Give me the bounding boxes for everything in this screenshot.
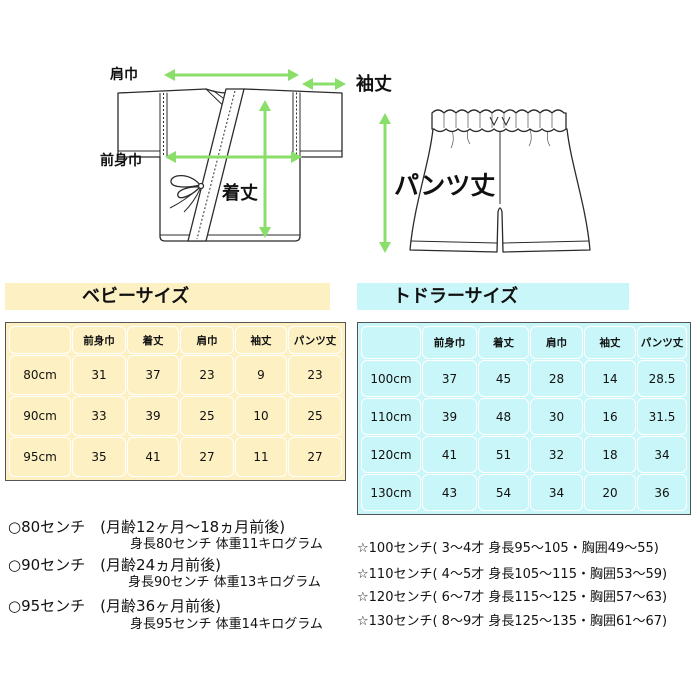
size-label: 100cm: [361, 360, 421, 397]
table-cell: 28: [530, 360, 583, 397]
table-cell: 37: [127, 355, 179, 395]
column-header: パンツ丈: [288, 326, 342, 354]
front-width-label: 前身巾: [100, 153, 142, 169]
length-arrow: [259, 100, 271, 238]
baby-size-table: 前身巾 着丈 肩巾 袖丈 パンツ丈 80cm 31 37 23 9 23 90c…: [5, 322, 346, 481]
table-cell: 23: [180, 355, 234, 395]
baby-note-detail: 身長90センチ 体重13キログラム: [128, 575, 321, 590]
table-cell: 9: [235, 355, 287, 395]
shorts-illustration: [409, 109, 591, 253]
table-cell: 41: [422, 436, 477, 473]
baby-size-title: ベビーサイズ: [5, 283, 330, 310]
table-row: 95cm 35 41 27 11 27: [9, 437, 342, 477]
baby-note-detail: 身長80センチ 体重11キログラム: [130, 537, 323, 552]
table-cell: 11: [235, 437, 287, 477]
drawstring: [489, 116, 511, 127]
table-cell: 51: [478, 436, 529, 473]
table-cell: 31.5: [637, 398, 687, 435]
column-header: 袖丈: [235, 326, 287, 354]
shoulder-width-arrow: [164, 69, 299, 81]
size-label: 90cm: [9, 396, 71, 436]
shoulder-width-label: 肩巾: [110, 67, 138, 83]
table-cell: 23: [288, 355, 342, 395]
table-cell: 25: [288, 396, 342, 436]
table-cell: 28.5: [637, 360, 687, 397]
table-corner-cell: [9, 326, 71, 354]
table-row: 110cm 39 48 30 16 31.5: [361, 398, 687, 435]
table-cell: 30: [530, 398, 583, 435]
table-cell: 39: [422, 398, 477, 435]
table-cell: 32: [530, 436, 583, 473]
table-cell: 18: [584, 436, 636, 473]
sleeve-length-label: 袖丈: [356, 74, 392, 95]
column-header: 着丈: [127, 326, 179, 354]
table-corner-cell: [361, 326, 421, 359]
column-header: 肩巾: [180, 326, 234, 354]
table-header-row: 前身巾 着丈 肩巾 袖丈 パンツ丈: [9, 326, 342, 354]
table-row: 120cm 41 51 32 18 34: [361, 436, 687, 473]
sleeve-length-arrow: [302, 78, 346, 90]
table-cell: 45: [478, 360, 529, 397]
table-cell: 20: [584, 474, 636, 511]
table-cell: 27: [180, 437, 234, 477]
table-row: 90cm 33 39 25 10 25: [9, 396, 342, 436]
column-header: 肩巾: [530, 326, 583, 359]
table-cell: 16: [584, 398, 636, 435]
table-cell: 37: [422, 360, 477, 397]
table-cell: 34: [637, 436, 687, 473]
toddler-note: ☆110センチ( 4～5才 身長105～115・胸囲53～59): [357, 567, 668, 582]
waistband: [431, 109, 567, 133]
table-cell: 48: [478, 398, 529, 435]
column-header: 袖丈: [584, 326, 636, 359]
table-cell: 34: [530, 474, 583, 511]
size-label: 110cm: [361, 398, 421, 435]
toddler-note: ☆120センチ( 6～7才 身長115～125・胸囲57～63): [357, 590, 668, 605]
column-header: 前身巾: [422, 326, 477, 359]
table-row: 80cm 31 37 23 9 23: [9, 355, 342, 395]
table-row: 100cm 37 45 28 14 28.5: [361, 360, 687, 397]
length-label: 着丈: [222, 183, 258, 204]
table-cell: 39: [127, 396, 179, 436]
front-width-arrow: [165, 151, 302, 163]
baby-note-detail: 身長95センチ 体重14キログラム: [130, 617, 323, 632]
column-header: 前身巾: [72, 326, 126, 354]
table-cell: 35: [72, 437, 126, 477]
table-cell: 54: [478, 474, 529, 511]
baby-note-title: ○95センチ (月齢36ヶ月前後): [8, 597, 221, 615]
garment-diagram: [117, 69, 591, 253]
size-label: 130cm: [361, 474, 421, 511]
size-label: 80cm: [9, 355, 71, 395]
pants-length-label: パンツ丈: [394, 171, 496, 200]
table-cell: 43: [422, 474, 477, 511]
toddler-note: ☆130センチ( 8～9才 身長125～135・胸囲61～67): [357, 614, 668, 629]
table-cell: 10: [235, 396, 287, 436]
column-header: パンツ丈: [637, 326, 687, 359]
toddler-size-table: 前身巾 着丈 肩巾 袖丈 パンツ丈 100cm 37 45 28 14 28.5…: [357, 322, 691, 515]
baby-note-title: ○80センチ (月齢12ヶ月～18ヵ月前後): [8, 518, 286, 536]
table-cell: 14: [584, 360, 636, 397]
column-header: 着丈: [478, 326, 529, 359]
table-header-row: 前身巾 着丈 肩巾 袖丈 パンツ丈: [361, 326, 687, 359]
size-label: 120cm: [361, 436, 421, 473]
table-cell: 36: [637, 474, 687, 511]
table-cell: 25: [180, 396, 234, 436]
table-cell: 31: [72, 355, 126, 395]
table-cell: 27: [288, 437, 342, 477]
jinbei-top-illustration: [117, 88, 343, 242]
baby-note-title: ○90センチ (月齢24ヵ月前後): [8, 556, 221, 574]
table-row: 130cm 43 54 34 20 36: [361, 474, 687, 511]
tie-bow: [169, 174, 205, 213]
toddler-note: ☆100センチ( 3～4才 身長95～105・胸囲49～55): [357, 541, 659, 556]
toddler-size-title: トドラーサイズ: [357, 283, 629, 310]
size-label: 95cm: [9, 437, 71, 477]
table-cell: 33: [72, 396, 126, 436]
pants-length-arrow: [379, 113, 391, 253]
table-cell: 41: [127, 437, 179, 477]
